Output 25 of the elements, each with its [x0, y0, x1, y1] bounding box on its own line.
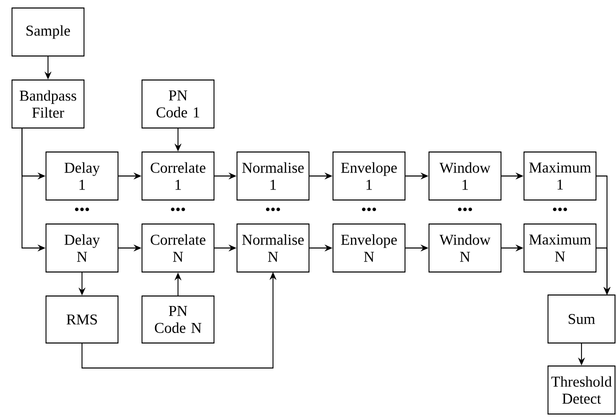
process-box: Bandpass Filter — [12, 80, 84, 128]
process-box: Window 1 — [428, 152, 502, 200]
process-box: Normalise N — [236, 224, 310, 272]
ellipsis: ••• — [362, 208, 376, 212]
process-box: Delay N — [46, 224, 118, 272]
process-box: RMS — [46, 296, 118, 344]
process-box: Correlate N — [142, 224, 214, 272]
process-box: Normalise 1 — [236, 152, 310, 200]
process-box: PN Code N — [142, 296, 214, 344]
process-box: Correlate 1 — [142, 152, 214, 200]
process-box: Threshold Detect — [548, 366, 616, 414]
process-box: Delay 1 — [46, 152, 118, 200]
ellipsis: ••• — [458, 208, 472, 212]
process-box: Sum — [548, 294, 616, 344]
process-box: PN Code 1 — [142, 80, 214, 128]
ellipsis: ••• — [552, 208, 568, 212]
process-box: Maximum N — [524, 224, 596, 272]
ellipsis: ••• — [170, 208, 186, 212]
process-box: Window N — [428, 224, 502, 272]
process-box: Maximum 1 — [524, 152, 596, 200]
process-box: Envelope 1 — [332, 152, 406, 200]
ellipsis: ••• — [74, 208, 90, 212]
ellipsis: ••• — [266, 208, 280, 212]
process-box: Envelope N — [332, 224, 406, 272]
process-box: Sample — [12, 8, 84, 56]
